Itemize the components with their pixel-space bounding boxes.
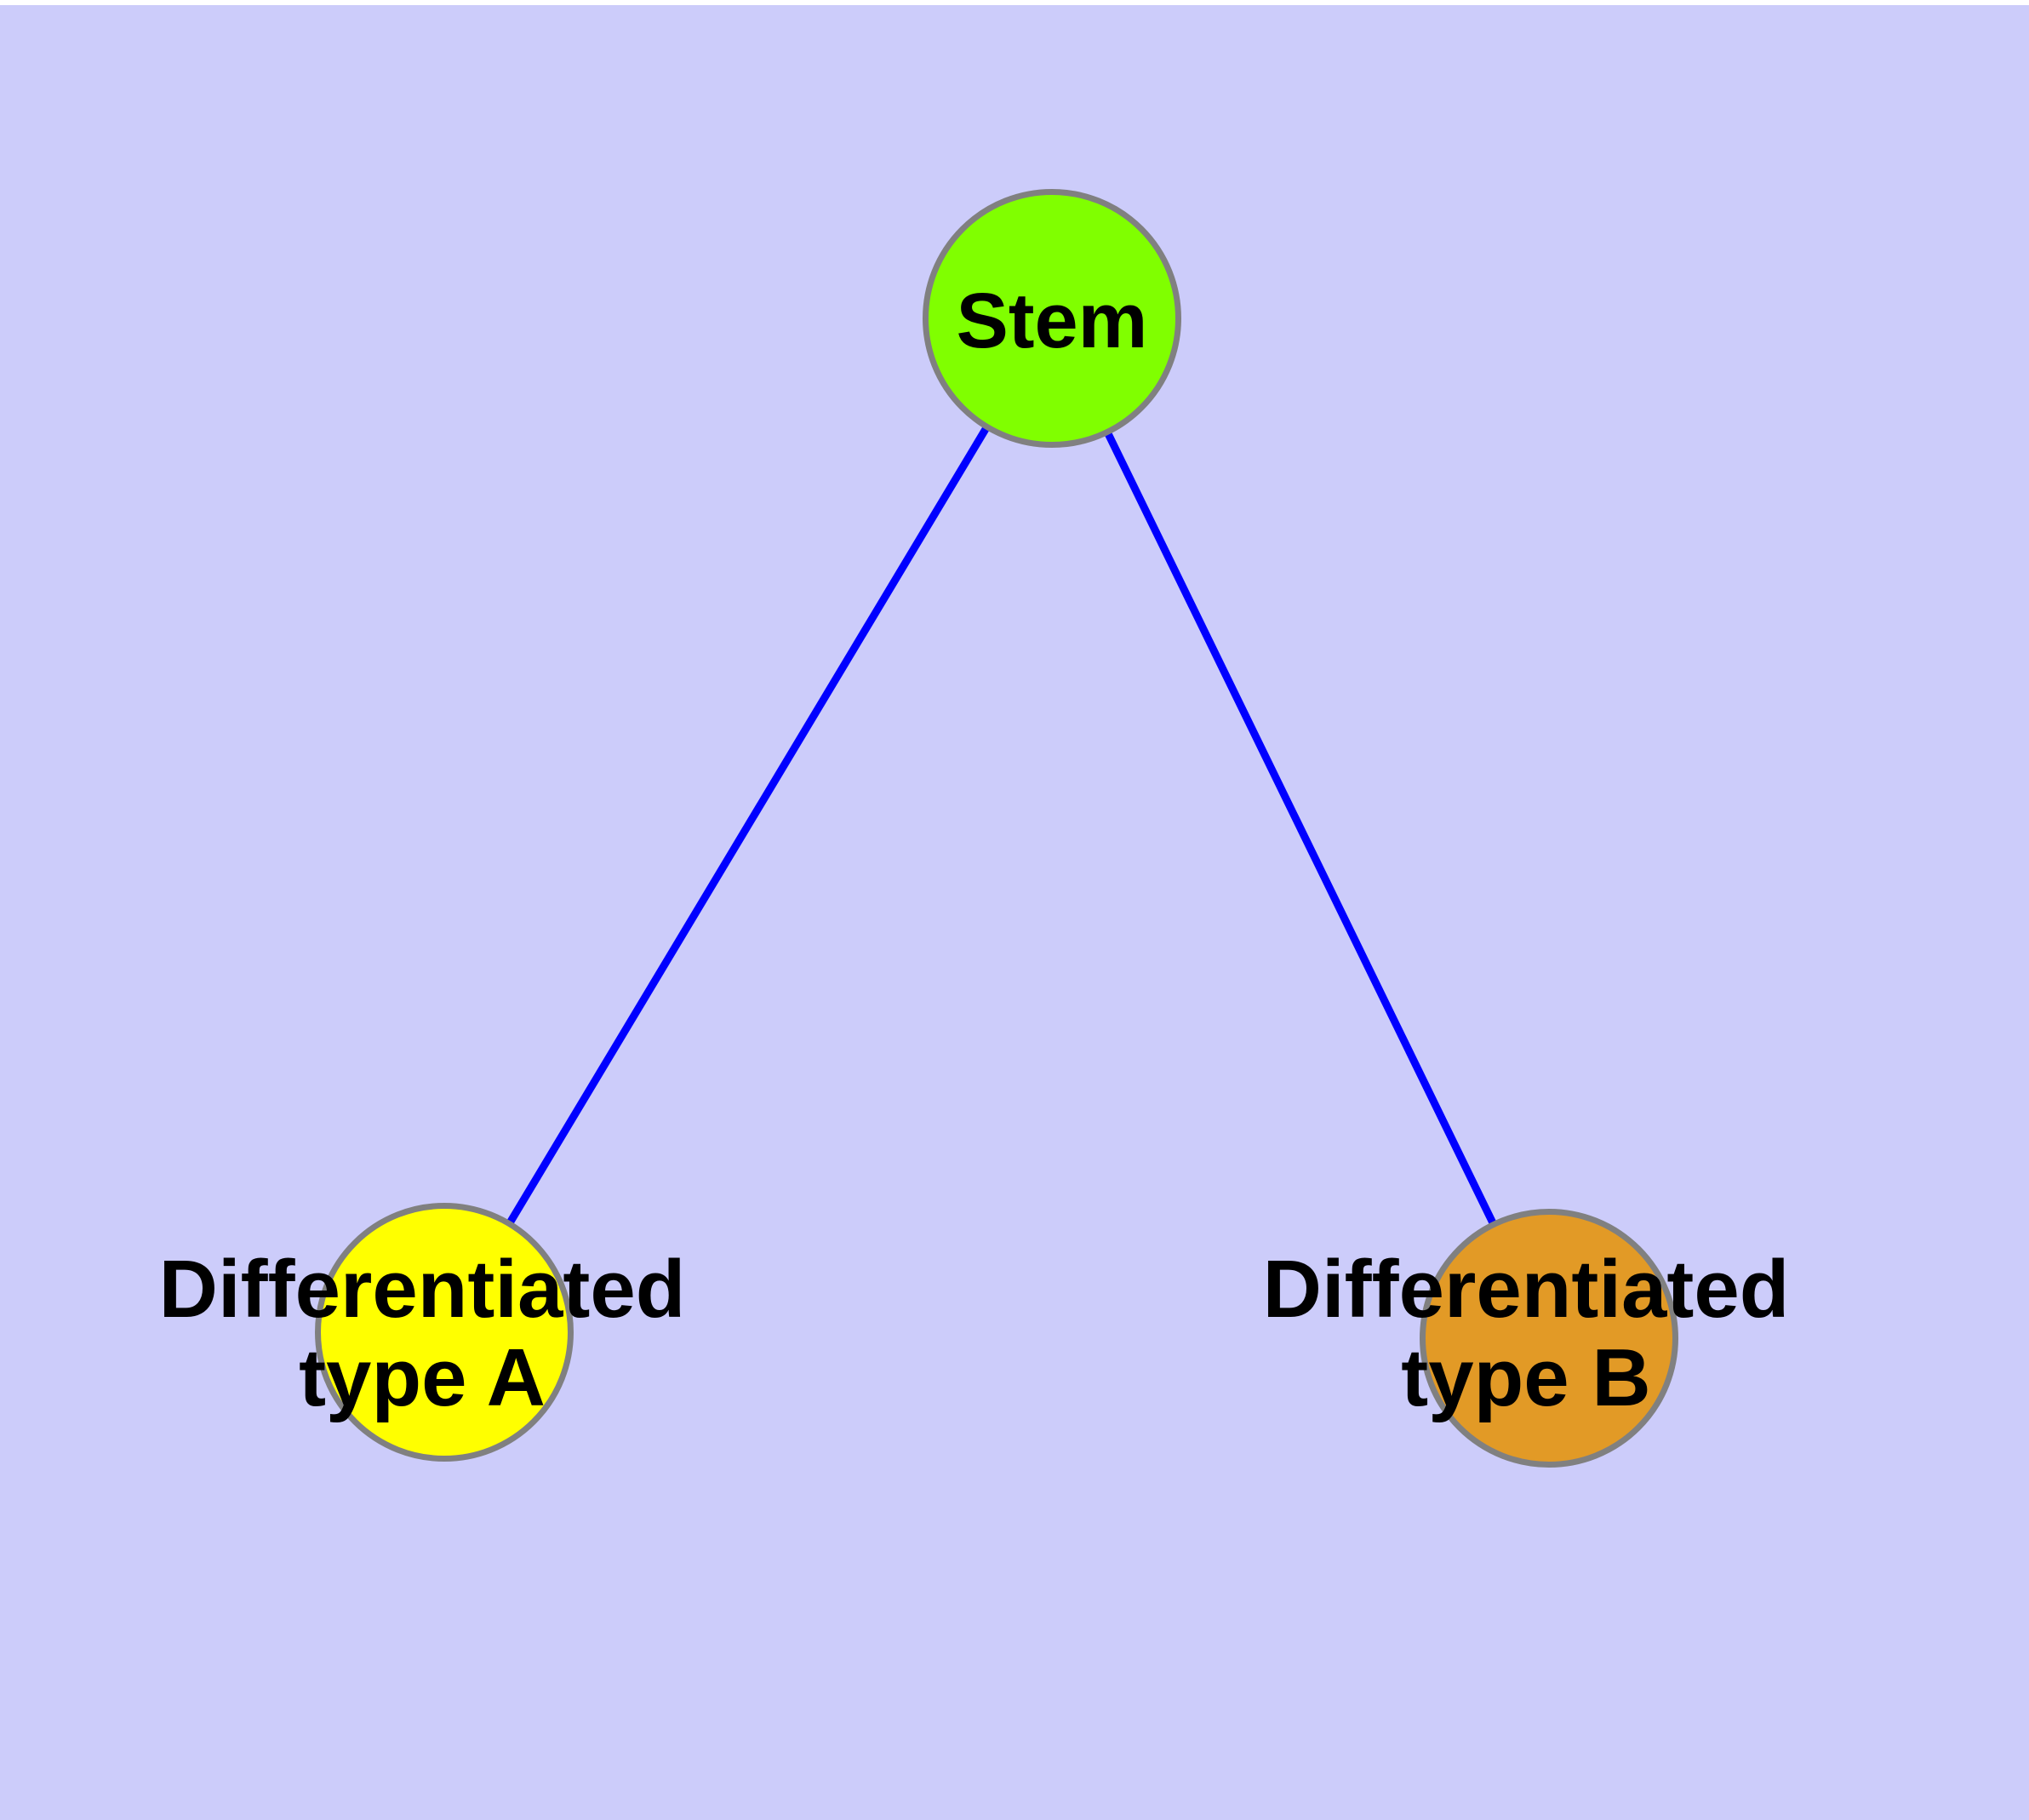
graph-node-diff-b[interactable] — [1420, 1209, 1678, 1468]
graph-node-label-diff-b-line-2: type B — [1401, 1332, 1650, 1423]
graph-node-label-diff-a-line-2: type A — [299, 1332, 546, 1423]
node-layer — [315, 189, 1678, 1468]
graph-node-diff-a[interactable] — [315, 1203, 574, 1462]
graph-node-label-stem-line-1: Stem — [957, 278, 1148, 364]
graph-node-label-diff-a-line-1: Differentiated — [159, 1244, 686, 1335]
graph-edge-stem-to-diff-a[interactable] — [506, 424, 991, 1227]
edge-layer — [506, 424, 1498, 1227]
graph-node-label-diff-b-line-1: Differentiated — [1263, 1244, 1790, 1335]
graph-edge-stem-to-diff-b[interactable] — [1103, 430, 1498, 1227]
graph-node-stem[interactable] — [923, 189, 1181, 448]
